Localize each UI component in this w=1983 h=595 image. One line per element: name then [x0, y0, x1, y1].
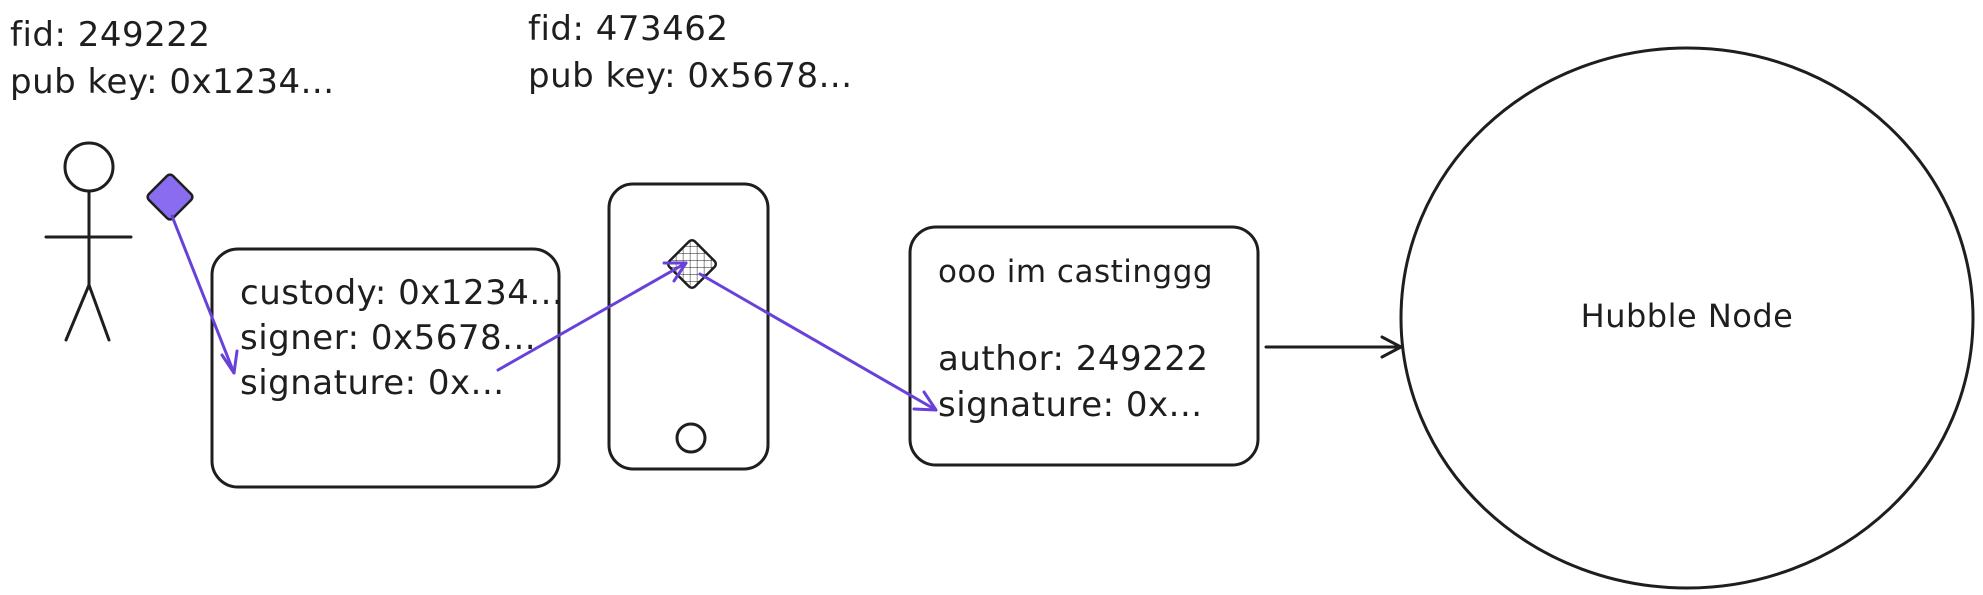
- author-line: author: 249222: [938, 339, 1209, 379]
- signer-message-box: custody: 0x1234... signer: 0x5678... sig…: [210, 247, 563, 489]
- custody-line: custody: 0x1234...: [240, 273, 563, 313]
- hubble-node-label: Hubble Node: [1581, 297, 1794, 335]
- key-diamond-icon: [146, 173, 194, 221]
- phone-icon: [607, 182, 770, 471]
- cast-text-line: ooo im castinggg: [938, 254, 1213, 290]
- hubble-node: Hubble Node: [1399, 46, 1975, 590]
- signer-to-app-arrow: [496, 261, 688, 372]
- user-pubkey-text: pub key: 0x1234...: [10, 62, 335, 102]
- signature-line: signature: 0x...: [240, 363, 505, 403]
- cast-signature-line: signature: 0x...: [938, 385, 1203, 425]
- signer-line: signer: 0x5678...: [240, 318, 536, 358]
- app-pubkey-text: pub key: 0x5678...: [528, 56, 853, 96]
- user-fid-text: fid: 249222: [10, 15, 211, 55]
- cast-to-hubble-arrow: [1264, 335, 1403, 359]
- key-to-signer-arrow: [170, 214, 239, 375]
- app-to-cast-arrow: [698, 272, 938, 412]
- app-fid-text: fid: 473462: [528, 9, 729, 49]
- stick-figure-icon: [44, 141, 133, 342]
- cast-message-box: ooo im castinggg author: 249222 signatur…: [908, 225, 1260, 467]
